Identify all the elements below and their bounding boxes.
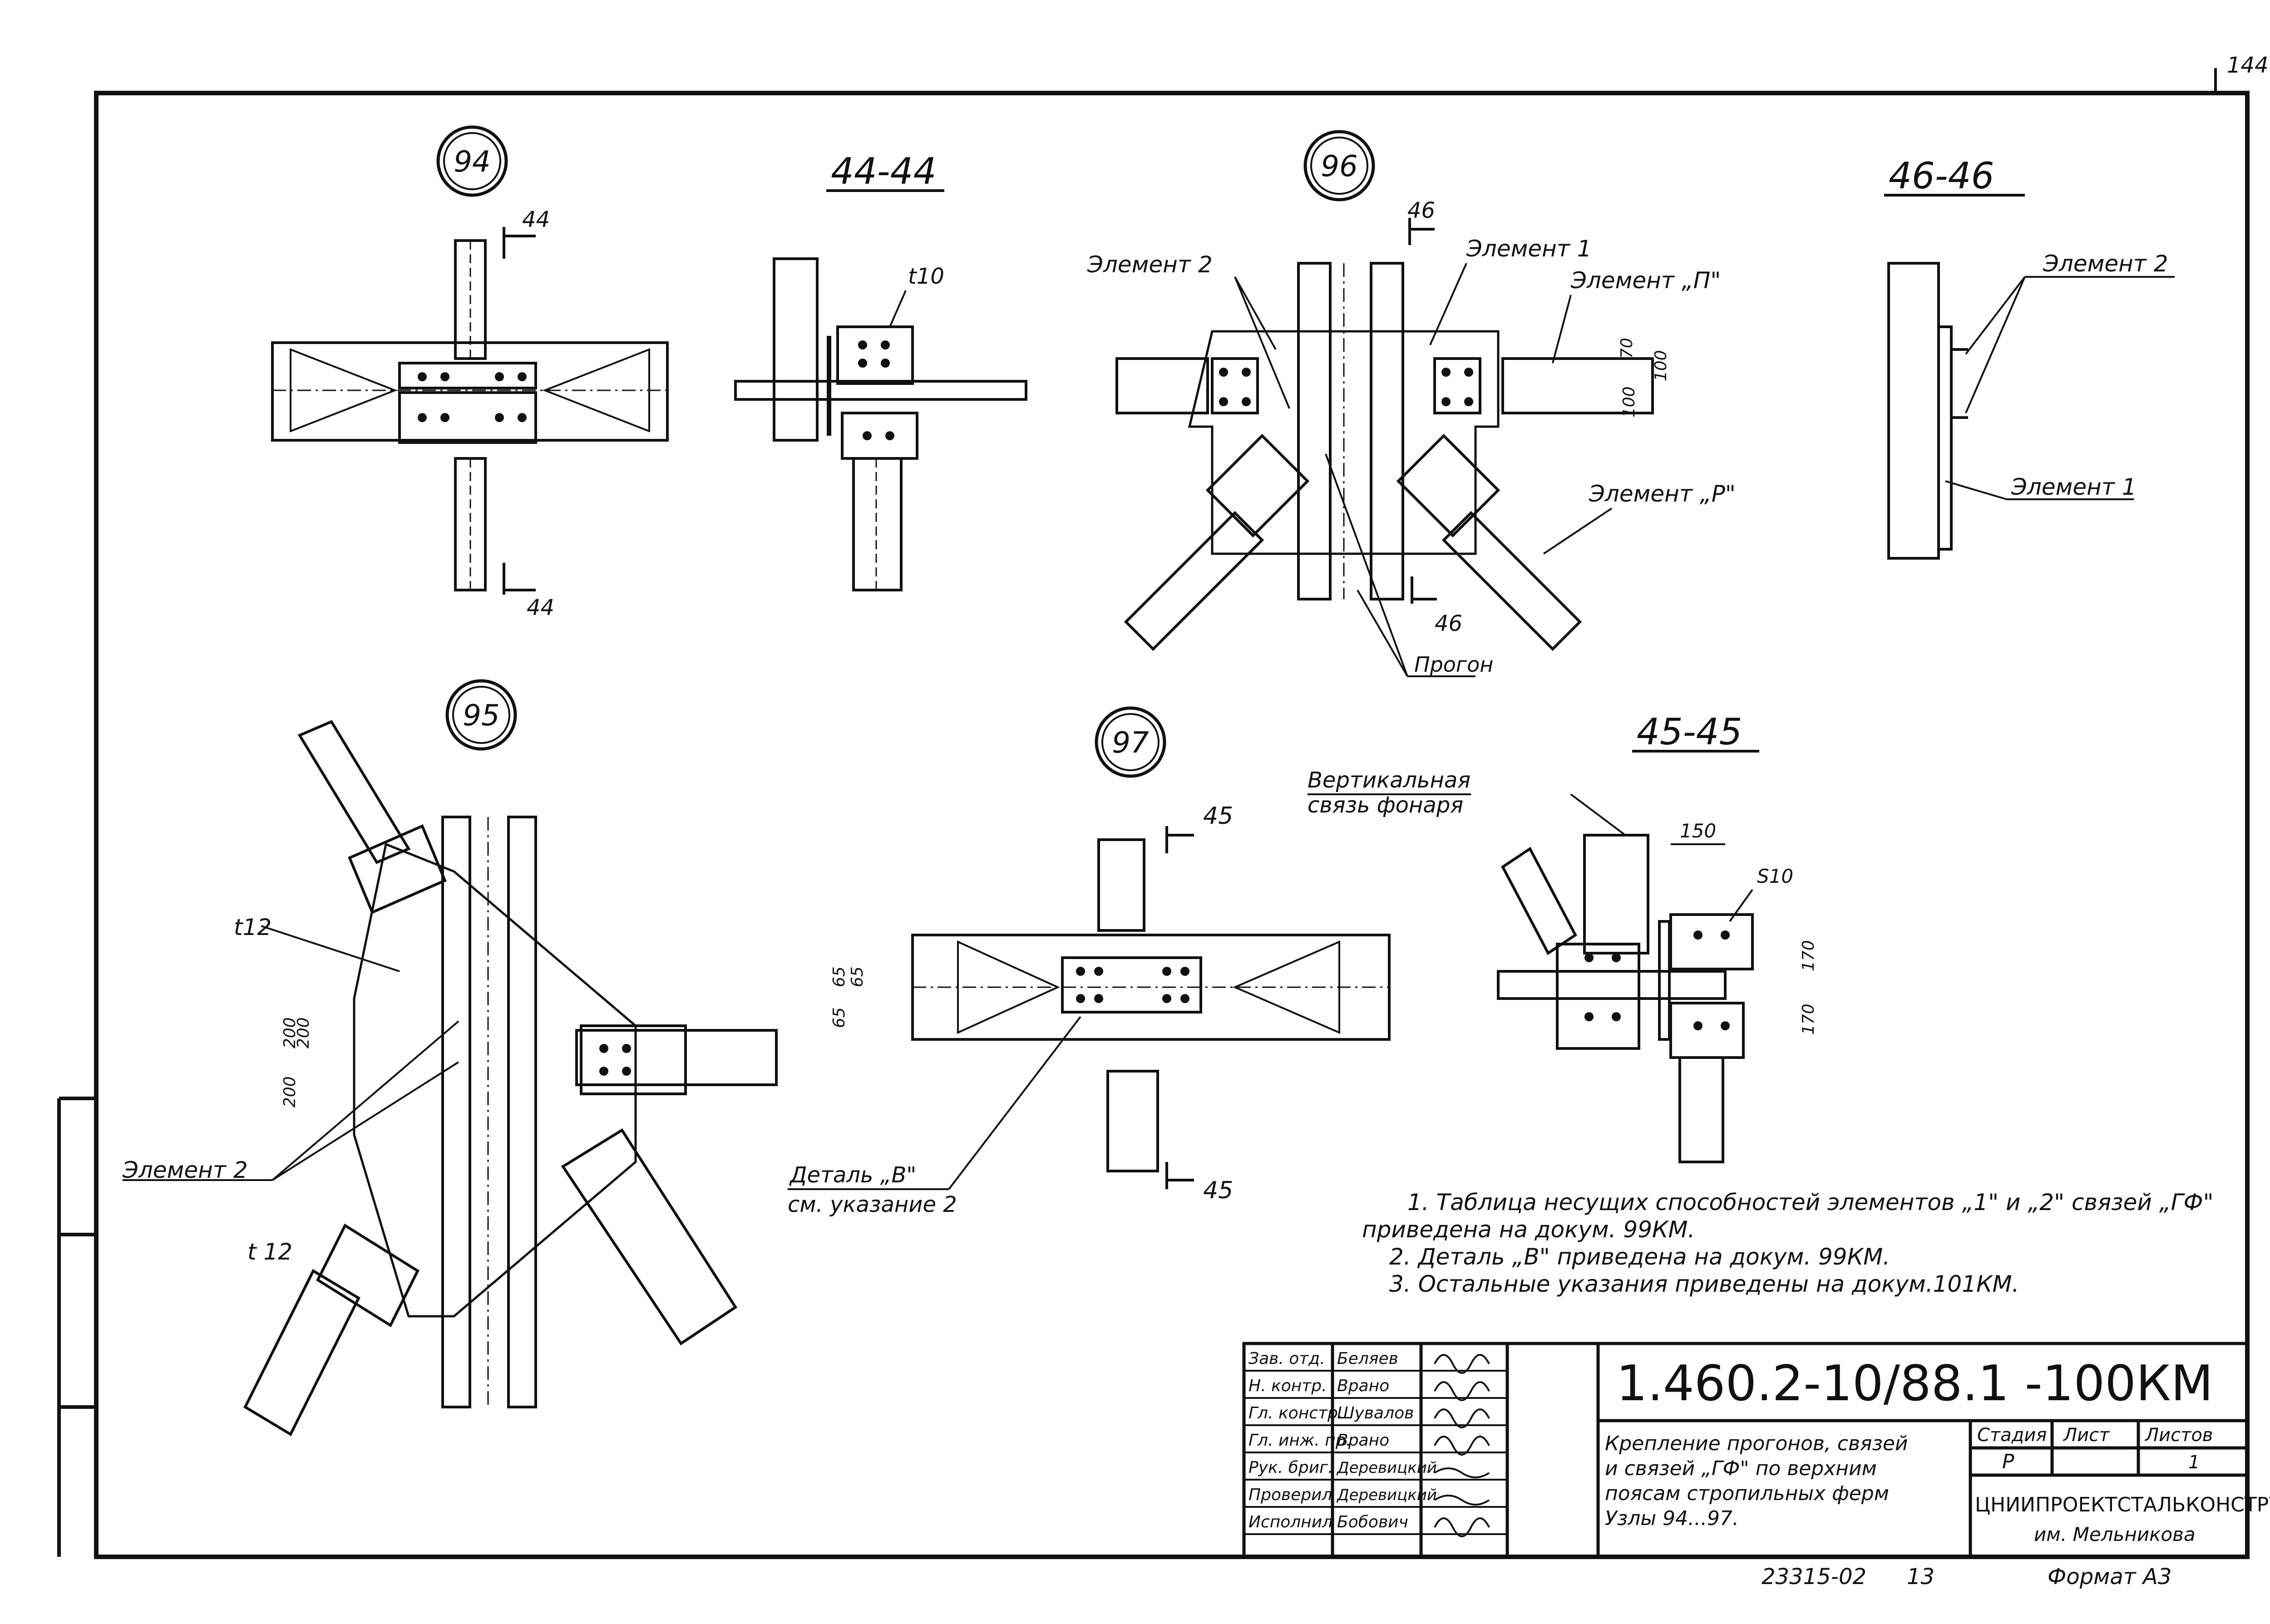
designation: 1.460.2-10/88.1 -100КМ — [1616, 1355, 2213, 1412]
n95-dim200a: 200 — [281, 1017, 299, 1048]
n95-t12: t12 — [234, 914, 271, 940]
note-2: 2. Деталь „В" приведена на докум. 99КМ. — [1389, 1244, 1890, 1270]
n96-element1: Элемент 1 — [1466, 236, 1592, 262]
role-0: Зав. отд. — [1248, 1349, 1325, 1368]
n96-element2: Элемент 2 — [1087, 251, 1213, 278]
section-44-title: 44-44 — [831, 150, 936, 192]
stage-header: Стадия — [1977, 1425, 2047, 1446]
name-2: Шувалов — [1337, 1404, 1414, 1422]
title-block — [1242, 1342, 2249, 1559]
section-44-drawing: 44-44 t10 — [734, 150, 1027, 591]
stage-value: Р — [2002, 1450, 2014, 1473]
n96-dim100a: 100 — [1652, 350, 1670, 381]
role-4: Рук. бриг. — [1248, 1458, 1333, 1477]
n95-dim200b: 200 — [294, 1017, 313, 1048]
s45-dim150: 150 — [1680, 820, 1716, 842]
cut-46-bottom: 46 — [1435, 611, 1462, 636]
archive-suffix: 13 — [1907, 1564, 1934, 1590]
section-45-drawing: 45-45 Вертикальная связь фонаря 150 S10 … — [1308, 711, 1818, 1163]
node-94-drawing: 94 44 44 — [271, 125, 669, 620]
role-1: Н. контр. — [1248, 1377, 1327, 1395]
n97-detail1: Деталь „В" — [789, 1162, 917, 1188]
s45-dim170b: 170 — [1799, 1004, 1818, 1035]
name-4: Деревицкий — [1336, 1459, 1437, 1477]
note-3: 3. Остальные указания приведены на докум… — [1389, 1271, 2019, 1297]
n95-dim200c: 200 — [281, 1076, 299, 1107]
label-t10: t10 — [908, 264, 944, 289]
s45-vert1: Вертикальная — [1308, 768, 1471, 793]
node-96-drawing: 96 46 46 — [1087, 130, 1736, 677]
n97-detail2: см. указание 2 — [788, 1192, 957, 1217]
node-96-label: 96 — [1321, 150, 1357, 183]
cut-46-top: 46 — [1407, 198, 1435, 223]
node-97-drawing: 97 45 45 65 65 65 Деталь „В" см. указани… — [788, 706, 1391, 1217]
n97-dim65b: 65 — [848, 966, 867, 987]
cut-45-bottom: 45 — [1203, 1177, 1233, 1204]
n96-dim100b: 100 — [1620, 386, 1638, 418]
name-5: Деревицкий — [1336, 1486, 1437, 1504]
note-1: 1. Таблица несущих способностей элементо… — [1407, 1189, 2214, 1216]
sheet-frame — [94, 91, 2250, 1559]
sheets-header: Листов — [2144, 1425, 2213, 1446]
sheet-header: Лист — [2063, 1425, 2110, 1446]
desc-3: Узлы 94...97. — [1605, 1507, 1739, 1530]
n95-t12b: t 12 — [247, 1239, 292, 1265]
role-3: Гл. инж. пр. — [1248, 1431, 1351, 1450]
name-1: Врано — [1337, 1377, 1389, 1395]
archive-number: 23315-02 — [1762, 1564, 1866, 1590]
n97-dim65a: 65 — [830, 966, 849, 987]
n96-elementP: Элемент „П" — [1570, 267, 1721, 294]
format-label: Формат А3 — [2048, 1564, 2171, 1590]
cut-44-bottom: 44 — [527, 595, 554, 620]
name-3: Врано — [1337, 1431, 1389, 1450]
node-94-label: 94 — [454, 145, 490, 179]
name-0: Беляев — [1337, 1349, 1398, 1368]
node-95-label: 95 — [463, 699, 499, 733]
desc-0: Крепление прогонов, связей — [1605, 1432, 1908, 1455]
n97-dim65c: 65 — [830, 1007, 849, 1028]
cut-45-top: 45 — [1203, 802, 1233, 830]
s46-element2: Элемент 2 — [2043, 251, 2168, 277]
n95-element2: Элемент 2 — [122, 1157, 248, 1183]
note-1b: приведена на докум. 99КМ. — [1362, 1216, 1695, 1243]
n96-dim70: 70 — [1618, 338, 1636, 359]
n96-elementR: Элемент „Р" — [1589, 481, 1736, 507]
s46-element1: Элемент 1 — [2011, 474, 2137, 500]
node-95-drawing: 95 t12 t 12 Элемент 2 200 200 200 — [122, 679, 778, 1437]
role-5: Проверил — [1248, 1486, 1332, 1504]
section-45-title: 45-45 — [1637, 711, 1742, 753]
s45-vert2: связь фонаря — [1308, 792, 1463, 818]
section-46-title: 46-46 — [1889, 155, 1994, 197]
sheets-value: 1 — [2188, 1452, 2200, 1473]
organization-sub: им. Мельникова — [2034, 1523, 2196, 1545]
organization: ЦНИИПРОЕКТСТАЛЬКОНСТРУКЦИЯ — [1975, 1493, 2270, 1516]
signatures — [1434, 1354, 1490, 1537]
binding-strip — [57, 1097, 96, 1557]
page-number: 144 — [2227, 53, 2269, 78]
section-46-drawing: 46-46 Элемент 2 Элемент 1 — [1884, 155, 2175, 560]
cut-44-top: 44 — [522, 207, 550, 232]
n96-progon: Прогон — [1414, 652, 1493, 677]
s45-dim170a: 170 — [1799, 940, 1818, 971]
desc-1: и связей „ГФ" по верхним — [1605, 1457, 1877, 1480]
s45-s10: S10 — [1757, 865, 1793, 887]
node-97-label: 97 — [1112, 726, 1149, 760]
desc-2: поясам стропильных ферм — [1605, 1482, 1889, 1505]
role-6: Исполнил — [1248, 1513, 1332, 1531]
role-2: Гл. констр. — [1248, 1404, 1343, 1422]
name-6: Бобович — [1337, 1513, 1408, 1531]
